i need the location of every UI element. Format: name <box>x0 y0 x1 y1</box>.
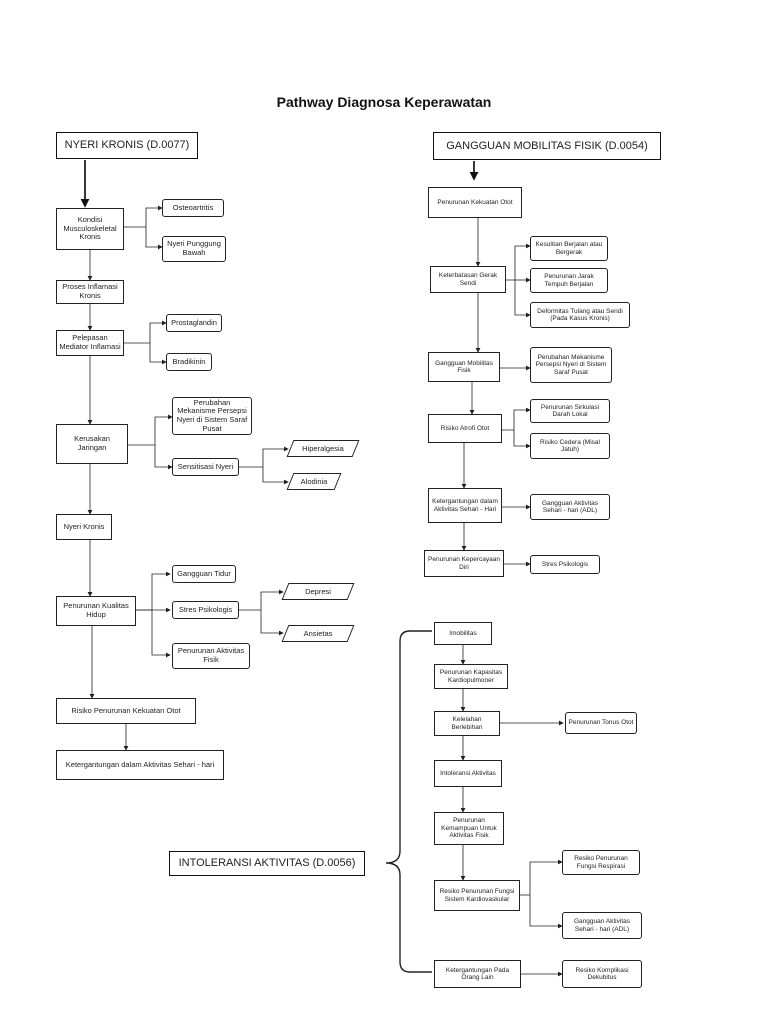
depresi-label: Depresi <box>305 587 331 596</box>
alodinia-label: Alodinia <box>300 477 328 486</box>
node-hiperalgesia: Hiperalgesia <box>286 440 360 457</box>
node-penurunan-sirkulasi-darah: Penurunan Sirkulasi Darah Lokal <box>530 399 610 423</box>
page-title: Pathway Diagnosa Keperawatan <box>276 94 492 110</box>
node-penurunan-kekuatan-otot: Penurunan Kekuatan Otot <box>428 187 522 218</box>
node-depresi: Depresi <box>281 583 355 600</box>
node-resiko-komplikasi-dekubitus: Resiko Komplikasi Dekubitus <box>562 960 642 988</box>
node-nyeri-kronis: Nyeri Kronis <box>56 514 112 540</box>
node-risiko-cedera: Risiko Cedera (Misal Jatuh) <box>530 433 610 459</box>
node-keterbatasan-gerak-sendi: Keterbatasan Gerak Sendi <box>430 266 506 293</box>
node-gangguan-aktivitas-adl: Gangguan Aktivitas Sehari - hari (ADL) <box>530 494 610 520</box>
node-penurunan-aktivitas-fisik: Penurunan Aktivitas Fisik <box>172 643 250 669</box>
node-nyeri-punggung-bawah: Nyeri Punggung Bawah <box>162 236 226 262</box>
node-gangguan-mobilitas-fisik: Gangguan Mobilitas Fisik <box>428 352 500 382</box>
node-penurunan-kemampuan-aktivitas: Penurunan Kemampuan Untuk Aktivitas Fisi… <box>434 812 504 845</box>
node-deformitas-tulang: Deformitas Tulang atau Sendi (Pada Kasus… <box>530 302 630 328</box>
header-nyeri-kronis: NYERI KRONIS (D.0077) <box>56 132 198 159</box>
node-resiko-fungsi-respirasi: Resiko Penurunan Fungsi Respirasi <box>562 850 640 875</box>
node-kelelahan-berlebihan: Kelelahan Berlebihan <box>434 711 500 736</box>
node-penurunan-kepercayaan-diri: Penurunan Kepercayaan Diri <box>424 550 504 577</box>
ansietas-label: Ansietas <box>303 629 333 638</box>
node-proses-inflamasi: Proses Inflamasi Kronis <box>56 280 124 304</box>
node-prostaglandin: Prostaglandin <box>166 314 222 332</box>
node-bradikinin: Bradikinin <box>166 353 212 371</box>
node-stres-psikologis-left: Stres Psikologis <box>172 601 239 619</box>
hiperalgesia-label: Hiperalgesia <box>302 444 344 453</box>
node-gangguan-tidur: Gangguan Tidur <box>172 565 236 583</box>
node-intoleransi-aktivitas: Intoleransi Aktivitas <box>434 760 502 787</box>
node-ketergantungan-aktivitas-hari: Ketergantungan dalam Aktivitas Sehari - … <box>428 488 502 523</box>
header-gangguan-mobilitas: GANGGUAN MOBILITAS FISIK (D.0054) <box>433 132 661 160</box>
node-penurunan-jarak-tempuh: Penurunan Jarak Tempuh Berjalan <box>530 268 608 293</box>
node-perubahan-mekanisme-nyeri: Perubahan Mekanisme Persepsi Nyeri di Si… <box>172 397 252 435</box>
node-risiko-penurunan-kekuatan-otot: Risiko Penurunan Kekuatan Otot <box>56 698 196 724</box>
node-pelepasan-mediator: Pelepasan Mediator Inflamasi <box>56 330 124 356</box>
node-sensitisasi-nyeri: Sensitisasi Nyeri <box>172 458 239 476</box>
node-ketergantungan-orang-lain: Ketergantungan Pada Orang Lain <box>434 960 521 988</box>
node-penurunan-tonus-otot: Penurunan Tonus Otot <box>565 712 637 734</box>
node-penurunan-kapasitas-kardiopulmoner: Penurunan Kapasitas Kardiopulmoner <box>434 664 508 689</box>
node-ansietas: Ansietas <box>281 625 355 642</box>
node-kerusakan-jaringan: Kerusakan Jaringan <box>56 424 128 464</box>
node-risiko-atrofi-otot: Risiko Atrofi Otot <box>428 414 502 443</box>
node-kondisi-musculoskeletal: Kondisi Musculoskeletal Kronis <box>56 208 124 250</box>
node-resiko-fungsi-kardiovaskular: Resiko Penurunan Fungsi Sistem Kardiovas… <box>434 880 520 911</box>
node-perubahan-mekanisme-persepsi: Perubahan Mekanisme Persepsi Nyeri di Si… <box>530 347 612 383</box>
node-imobilitas: Imobilitas <box>434 622 492 645</box>
node-gangguan-aktivitas-adl-bottom: Gangguan Aktivitas Sehari - hari (ADL) <box>562 912 642 939</box>
node-kesulitan-berjalan: Kesulitan Berjalan atau Bergerak <box>530 236 608 261</box>
node-alodinia: Alodinia <box>286 473 342 490</box>
node-osteoartritis: Osteoartritis <box>162 199 224 217</box>
node-stres-psikologis-right: Stres Psikologis <box>530 555 600 574</box>
node-penurunan-kualitas-hidup: Penurunan Kualitas Hidup <box>56 596 136 626</box>
header-intoleransi-aktivitas: INTOLERANSI AKTIVITAS (D.0056) <box>169 851 365 876</box>
node-ketergantungan-aktivitas: Ketergantungan dalam Aktivitas Sehari - … <box>56 750 224 780</box>
